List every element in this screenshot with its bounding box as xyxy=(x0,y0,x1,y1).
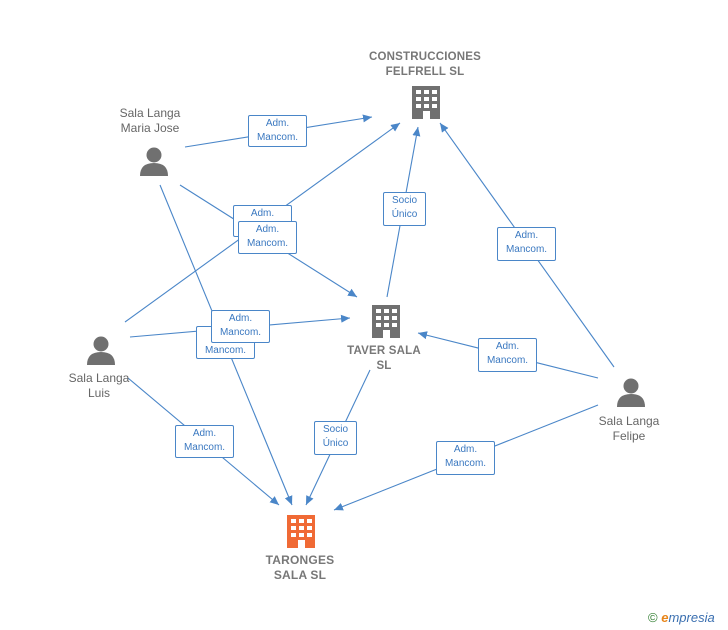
person-name-line1: Sala Langa xyxy=(598,414,660,428)
person-name-line2: Luis xyxy=(87,386,110,400)
edge-label-line1: Adm. xyxy=(228,313,253,324)
brand-logo: © empresia xyxy=(648,610,715,625)
edge-label-line2: Mancom. xyxy=(246,238,289,249)
edge-label-line2: Mancom. xyxy=(204,345,247,356)
edge-label-line1: Adm. xyxy=(514,230,539,241)
edge-label-taver-construcciones: Socio Único xyxy=(383,192,426,226)
edge-label-line2: Mancom. xyxy=(444,458,487,469)
edge-label-line1: Socio xyxy=(322,424,348,435)
company-name-line1: TARONGES xyxy=(265,553,335,567)
building-icon-taver xyxy=(372,305,400,338)
edge-label-line2: Único xyxy=(322,438,349,449)
person-name-line1: Sala Langa xyxy=(68,371,130,385)
person-icon-maria-jose xyxy=(140,147,168,176)
person-icon-felipe xyxy=(617,378,645,407)
edge-label-line2: Mancom. xyxy=(505,244,548,255)
building-icon-construcciones xyxy=(412,86,440,119)
brand-e: e xyxy=(661,610,669,625)
edge-label-line1: Adm. xyxy=(255,224,280,235)
building-icon-taronges xyxy=(287,515,315,548)
edge-label-felipe-taver: Adm. Mancom. xyxy=(478,338,537,372)
company-label-taver: TAVER SALA SL xyxy=(336,344,432,374)
company-name-line2: SL xyxy=(376,360,392,372)
edge-label-line2: Único xyxy=(391,209,418,220)
edge-label-line1: Adm. xyxy=(192,428,217,439)
edge-label-line1: Adm. xyxy=(250,208,275,219)
edge-label-line1: Adm. xyxy=(495,341,520,352)
person-icon-luis xyxy=(87,336,115,365)
company-name-line2: SALA SL xyxy=(273,568,327,582)
company-name-line2: FELFRELL SL xyxy=(385,66,465,78)
company-name-line1: TAVER SALA xyxy=(347,345,421,357)
edge-label-line2: Mancom. xyxy=(219,327,262,338)
copyright-symbol: © xyxy=(648,610,658,625)
person-name-line1: Sala Langa xyxy=(119,106,181,120)
person-name-line2: Felipe xyxy=(612,429,646,443)
edge-label-line2: Mancom. xyxy=(183,442,226,453)
company-name-line1: CONSTRUCCIONES xyxy=(368,51,482,63)
edge-label-line1: Adm. xyxy=(453,444,478,455)
person-label-maria-jose: Sala Langa Maria Jose xyxy=(100,106,200,136)
edge-label-line1: Adm. xyxy=(265,118,290,129)
edge-label-line1: Socio xyxy=(391,195,417,206)
edge-label-mariajose-construcciones: Adm. Mancom. xyxy=(248,115,307,147)
person-label-luis: Sala Langa Luis xyxy=(49,371,149,401)
edge-label-luis-construcciones: Adm. Mancom. xyxy=(238,221,297,254)
edge-label-luis-taronges: Adm. Mancom. xyxy=(175,425,234,458)
edge-label-luis-taver: Adm. Mancom. xyxy=(211,310,270,343)
edge-label-felipe-taronges: Adm. Mancom. xyxy=(436,441,495,475)
company-label-taronges: TARONGES SALA SL xyxy=(250,553,350,583)
brand-rest: mpresia xyxy=(668,610,715,625)
company-label-construcciones: CONSTRUCCIONES FELFRELL SL xyxy=(350,50,500,80)
person-name-line2: Maria Jose xyxy=(120,121,180,135)
edge-label-taver-taronges: Socio Único xyxy=(314,421,357,455)
edge-label-line2: Mancom. xyxy=(486,355,529,366)
person-label-felipe: Sala Langa Felipe xyxy=(579,414,679,444)
edge-label-felipe-construcciones: Adm. Mancom. xyxy=(497,227,556,261)
edge-label-line2: Mancom. xyxy=(256,132,299,143)
